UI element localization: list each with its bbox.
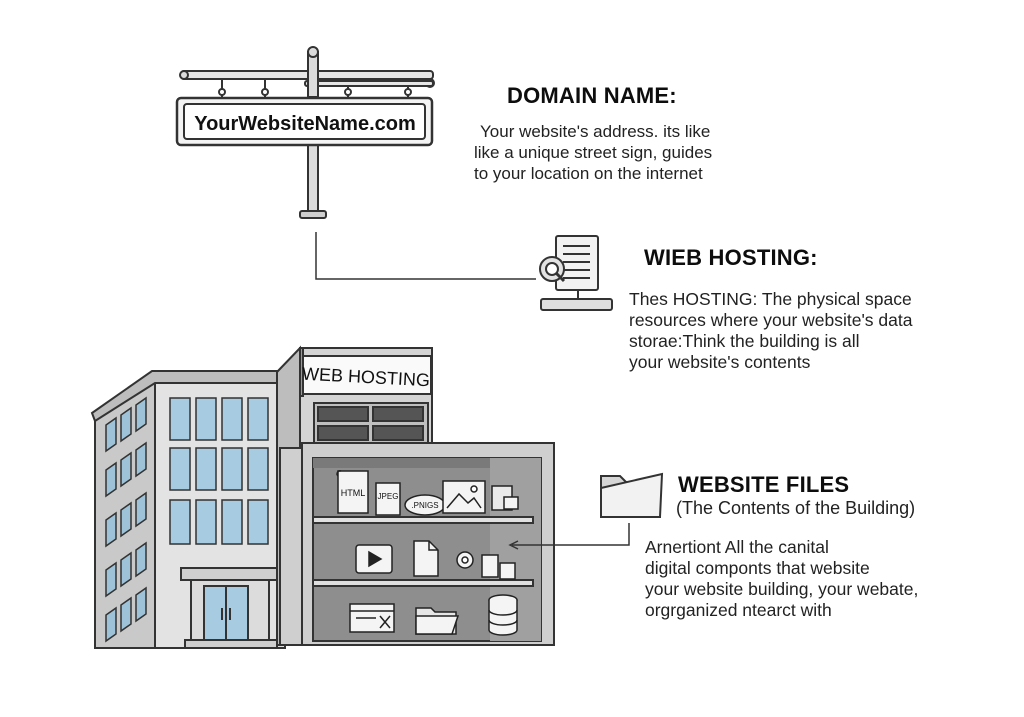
description-line: your website building, your webate, — [645, 579, 919, 599]
gear-icon — [456, 551, 474, 569]
description-line: orgrganized ntearct with — [645, 600, 832, 620]
crossbar-cap-left — [179, 70, 189, 80]
jpeg-file-icon — [375, 482, 401, 516]
jpeg-file-label: JPEG — [378, 492, 399, 501]
sign-pole-top — [307, 51, 319, 98]
web-hosting-heading: WIEB HOSTING: — [644, 245, 818, 270]
connector-line-domain-hosting — [315, 232, 536, 280]
domain-name-description: Your website's address. its like like a … — [474, 121, 712, 184]
description-line: your website's contents — [629, 352, 811, 372]
sign-pole — [307, 142, 319, 214]
folder-icon — [415, 607, 460, 635]
website-files-folder-icon — [600, 472, 664, 518]
database-icon — [488, 594, 518, 636]
website-files-description: Arnertiont All the canital digital compo… — [645, 537, 918, 621]
domain-sign-text: YourWebsiteName.com — [194, 113, 416, 135]
website-files-subtitle: (The Contents of the Building) — [676, 498, 916, 518]
hosting-building — [276, 345, 433, 646]
server-document-icon — [539, 235, 613, 311]
description-line: to your location on the internet — [474, 164, 703, 183]
shelf — [312, 516, 534, 524]
description-line: Your website's address. its like — [480, 122, 711, 141]
description-line: Arnertiont All the canital — [645, 537, 829, 557]
play-video-icon — [355, 544, 393, 574]
small-files-icon — [481, 554, 516, 580]
description-line: digital componts that website — [645, 558, 870, 578]
description-line: Thes HOSTING: The physical space — [629, 289, 912, 309]
office-tower — [90, 370, 289, 649]
street-sign — [175, 46, 435, 219]
files-connector-arrow — [508, 523, 630, 550]
browser-window-icon — [349, 603, 395, 633]
sign-pole-base — [299, 210, 327, 219]
html-file-icon — [336, 470, 369, 514]
description-line: resources where your website's data — [629, 310, 913, 330]
image-icon — [442, 480, 486, 514]
png-file-label: .PNIGS — [411, 501, 438, 510]
server-racks — [313, 402, 429, 446]
website-files-heading: WEBSITE FILES — [678, 472, 850, 497]
document-icon — [413, 540, 439, 577]
domain-name-heading: DOMAIN NAME: — [507, 83, 677, 108]
shelf — [312, 579, 534, 587]
video-camera-icon — [491, 485, 519, 511]
description-line: storae:Think the building is all — [629, 331, 860, 351]
rooftop-sign — [302, 355, 432, 395]
entrance-canopy — [180, 567, 288, 581]
sign-crossbar-lower — [304, 80, 434, 87]
web-hosting-description: Thes HOSTING: The physical space resourc… — [629, 289, 912, 373]
html-file-label: HTML — [341, 488, 366, 498]
description-line: like a unique street sign, guides — [474, 143, 713, 162]
